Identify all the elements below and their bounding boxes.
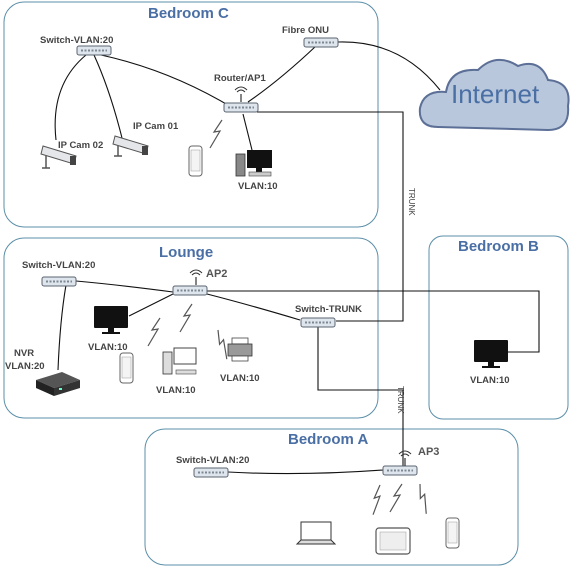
nvr-icon [36, 372, 80, 396]
nvr-label: NVR [14, 348, 34, 359]
monitor-icon-lounge [94, 306, 128, 334]
bedroom-c-title: Bedroom C [148, 5, 229, 22]
ip-cam-01-icon [112, 135, 149, 157]
desktop-pc-icon-bedroom-c [235, 150, 272, 177]
switch-vlan20-bedroom-c-label: Switch-VLAN:20 [40, 35, 113, 46]
room-bedroom-c [3, 1, 379, 228]
trunk-label-lower: TRUNK [396, 386, 405, 414]
vlan10-bedroom-c-label: VLAN:10 [238, 181, 278, 192]
vlan10-lounge-printer-label: VLAN:10 [220, 373, 260, 384]
bedroom-b-title: Bedroom B [458, 238, 539, 255]
switch-vlan20-bedroom-c [76, 45, 112, 56]
monitor-icon-bedroom-b [474, 340, 508, 368]
wifi-signal-icon-lounge-1 [147, 317, 161, 347]
tablet-icon [375, 527, 411, 555]
switch-vlan20-bedroom-a [193, 467, 229, 478]
ap3-antenna-icon [398, 450, 412, 467]
ap2-label: AP2 [206, 268, 227, 280]
wifi-signal-icon-lounge-2 [179, 303, 193, 333]
fibre-onu [303, 37, 339, 48]
internet-cloud: Internet [418, 59, 570, 132]
switch-vlan20-lounge [41, 276, 77, 287]
ap3 [382, 465, 418, 476]
vlan10-bedroom-b-label: VLAN:10 [470, 375, 510, 386]
switch-vlan20-lounge-label: Switch-VLAN:20 [22, 260, 95, 271]
phone-icon-bedroom-a [445, 517, 460, 549]
switch-trunk-label: Switch-TRUNK [295, 304, 362, 315]
router-ap1-label: Router/AP1 [214, 73, 266, 84]
phone-icon-bedroom-c [188, 145, 203, 177]
switch-trunk [300, 317, 336, 328]
fibre-onu-label: Fibre ONU [282, 25, 329, 36]
trunk-label-upper: TRUNK [407, 188, 416, 216]
ip-cam-02-label: IP Cam 02 [58, 140, 103, 151]
lounge-title: Lounge [159, 244, 213, 261]
wifi-signal-icon-bedroom-a-3 [409, 483, 437, 515]
nvr-vlan-label: VLAN:20 [5, 361, 45, 372]
wifi-signal-icon-bedroom-a-1 [367, 484, 386, 516]
phone-icon-lounge [119, 352, 134, 384]
wifi-signal-icon [209, 119, 223, 149]
bedroom-a-title: Bedroom A [288, 431, 368, 448]
laptop-icon [295, 521, 337, 545]
switch-vlan20-bedroom-a-label: Switch-VLAN:20 [176, 455, 249, 466]
ap2 [172, 285, 208, 296]
vlan10-lounge-monitor-label: VLAN:10 [88, 342, 128, 353]
vlan10-lounge-pc-label: VLAN:10 [156, 385, 196, 396]
room-bedroom-a [144, 428, 519, 566]
router-ap1-antenna-icon [234, 86, 248, 103]
internet-label: Internet [451, 79, 540, 109]
wifi-signal-icon-bedroom-a-2 [389, 483, 403, 513]
printer-icon [227, 337, 253, 362]
connections [54, 41, 540, 475]
ip-cam-01-label: IP Cam 01 [133, 121, 179, 132]
room-lounge [3, 237, 379, 419]
ap3-label: AP3 [418, 446, 439, 458]
desktop-pc-icon-lounge [162, 347, 197, 375]
ap2-antenna-icon [189, 269, 203, 286]
room-bedroom-b [428, 235, 569, 420]
ip-cam-02-icon [40, 145, 77, 169]
router-ap1 [223, 102, 259, 113]
